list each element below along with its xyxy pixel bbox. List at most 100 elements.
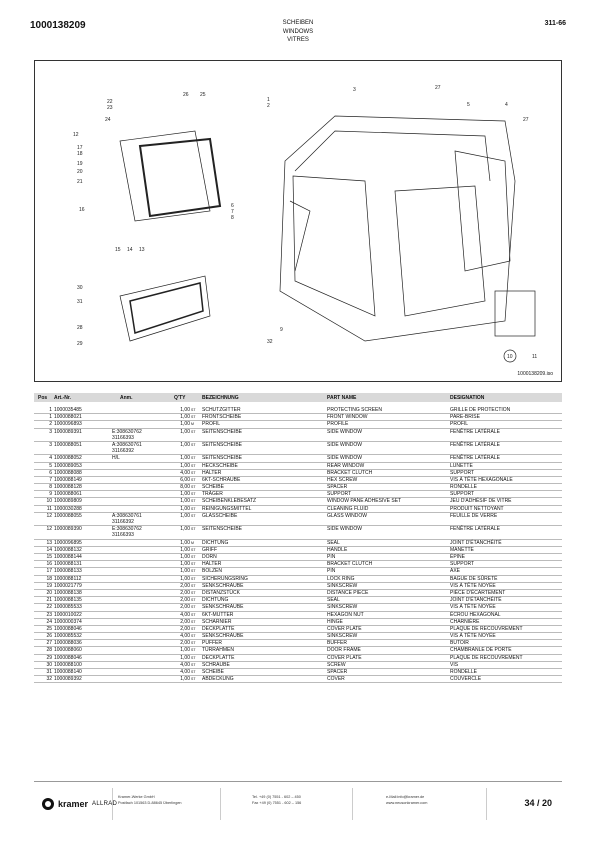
cell-de: DECKPLATTE — [202, 625, 235, 632]
cell-art: 1000088131 — [54, 561, 82, 568]
cell-qty: 1,00 — [180, 539, 190, 546]
email-link[interactable]: e-Mail:info@kramer.de — [386, 795, 425, 799]
cell-fr: COUVERCLE — [450, 676, 482, 683]
title-en: WINDOWS — [282, 28, 314, 35]
cell-pos: 20 — [46, 589, 52, 596]
cell-de: SENKSCHRAUBE — [202, 604, 244, 611]
cell-art: 1000010022 — [54, 611, 82, 618]
cell-unit: ST — [191, 456, 196, 461]
cell-de: PROFIL — [202, 421, 221, 428]
cell-pos: 27 — [46, 640, 52, 647]
cell-qty: 1,00 — [180, 505, 190, 512]
cell-unit: ST — [191, 677, 196, 682]
svg-text:17: 17 — [77, 145, 83, 151]
cell-fr: FEUILLE DE VERRE — [450, 512, 498, 519]
svg-text:25: 25 — [200, 92, 206, 98]
cell-fr: CHAMBRANLE DE PORTE — [450, 647, 512, 654]
cell-en: LOCK RING — [327, 575, 355, 582]
cell-art: 1000088021 — [54, 414, 82, 421]
cell-pos: 10 — [46, 498, 52, 505]
svg-text:3: 3 — [353, 87, 356, 93]
cell-fr: ÉPINE — [450, 554, 466, 560]
cell-fr: JEU D'ADHÉSIF DE VITRE — [450, 498, 512, 505]
cell-qty: 4,00 — [180, 469, 190, 476]
cell-pos: 25 — [46, 625, 52, 632]
company-phone: Tel. +49 (0) 7551 - 602 – 450 Fax +49 (0… — [252, 795, 301, 806]
cell-en: SEAL — [327, 539, 340, 546]
cell-de: HALTER — [202, 469, 222, 476]
cell-unit: M — [191, 540, 194, 545]
cell-de: ABDECKUNG — [202, 676, 234, 683]
svg-text:13: 13 — [139, 247, 145, 253]
cell-unit: M — [191, 422, 194, 427]
cell-qty: 6,00 — [180, 476, 190, 483]
cell-qty: 1,00 — [180, 647, 190, 654]
cell-art: 1000088138 — [54, 589, 82, 596]
cell-de: HALTER — [202, 561, 222, 568]
cell-fr: RONDELLE — [450, 484, 477, 491]
cell-fr: JOINT D'ÉTANCHÉITÉ — [450, 597, 502, 604]
cell-unit: ST — [191, 477, 196, 482]
cell-pos: 23 — [46, 611, 52, 618]
cell-pos: 7 — [49, 476, 52, 483]
svg-text:22: 22 — [107, 99, 113, 105]
cell-art: 1000088128 — [54, 484, 82, 491]
cell-en: SPACER — [327, 484, 348, 491]
cell-de: SEITENSCHEIBE — [202, 455, 243, 462]
cell-pos: 12 — [46, 512, 52, 519]
cell-unit: ST — [191, 470, 196, 475]
cell-fr: BUTOIR — [450, 640, 469, 647]
cell-art: 1000089391 — [54, 428, 82, 435]
wiper-arm — [289, 200, 311, 272]
cell-pos: 13 — [46, 539, 52, 546]
cell-anm: H/L — [112, 455, 120, 462]
cell-pos: 24 — [46, 618, 52, 625]
website-link[interactable]: www.neusonkramer.com — [386, 800, 428, 805]
cell-en: SINKSCREW — [327, 582, 358, 589]
cell-en: REAR WINDOW — [327, 462, 365, 469]
cell-unit: ST — [191, 429, 196, 434]
cell-de: DISTANZSTÜCK — [202, 589, 240, 596]
cell-en: FRONT WINDOW — [327, 414, 368, 421]
svg-text:20: 20 — [77, 169, 83, 175]
svg-text:24: 24 — [105, 117, 111, 123]
cell-unit: ST — [191, 641, 196, 646]
cell-en: SCREW — [327, 661, 346, 668]
cell-fr: MANETTE — [450, 546, 474, 553]
cell-de: 6KT-SCHRAUBE — [202, 476, 241, 483]
company-postbox: Postfach 101563 D-88645 Überlingen — [118, 800, 182, 805]
cell-anm: A:308630761 31166392 — [112, 512, 142, 526]
cell-de: HECKSCHEIBE — [202, 462, 238, 469]
cell-de: SCHUTZGITTER — [202, 407, 241, 413]
side-window-part — [119, 130, 211, 222]
cell-en: COVER PLATE — [327, 625, 362, 632]
cell-de: SEITENSCHEIBE — [202, 428, 243, 435]
cell-art: 1000089390 — [54, 526, 82, 533]
cell-en: HANDLE — [327, 546, 348, 553]
cell-qty: 4,00 — [180, 661, 190, 668]
page-code: 311-66 — [544, 20, 566, 27]
title-de: SCHEIBEN — [282, 20, 314, 26]
footer-divider — [220, 788, 221, 820]
cell-pos: 3 — [49, 428, 52, 435]
cell-fr: SUPPORT — [450, 561, 475, 568]
cell-unit: ST — [191, 670, 196, 674]
cell-qty: 1,00 — [180, 568, 190, 575]
cell-qty: 2,00 — [180, 640, 190, 647]
cell-en: PROTECTING SCREEN — [327, 407, 383, 413]
cell-unit: ST — [191, 605, 196, 610]
front-window-shape — [292, 175, 376, 317]
cell-en: PIN — [327, 554, 336, 560]
cell-qty: 1,00 — [180, 455, 190, 462]
cell-de: DECKPLATTE — [202, 654, 235, 661]
footer-divider — [352, 788, 353, 820]
cell-qty: 8,00 — [180, 484, 190, 491]
